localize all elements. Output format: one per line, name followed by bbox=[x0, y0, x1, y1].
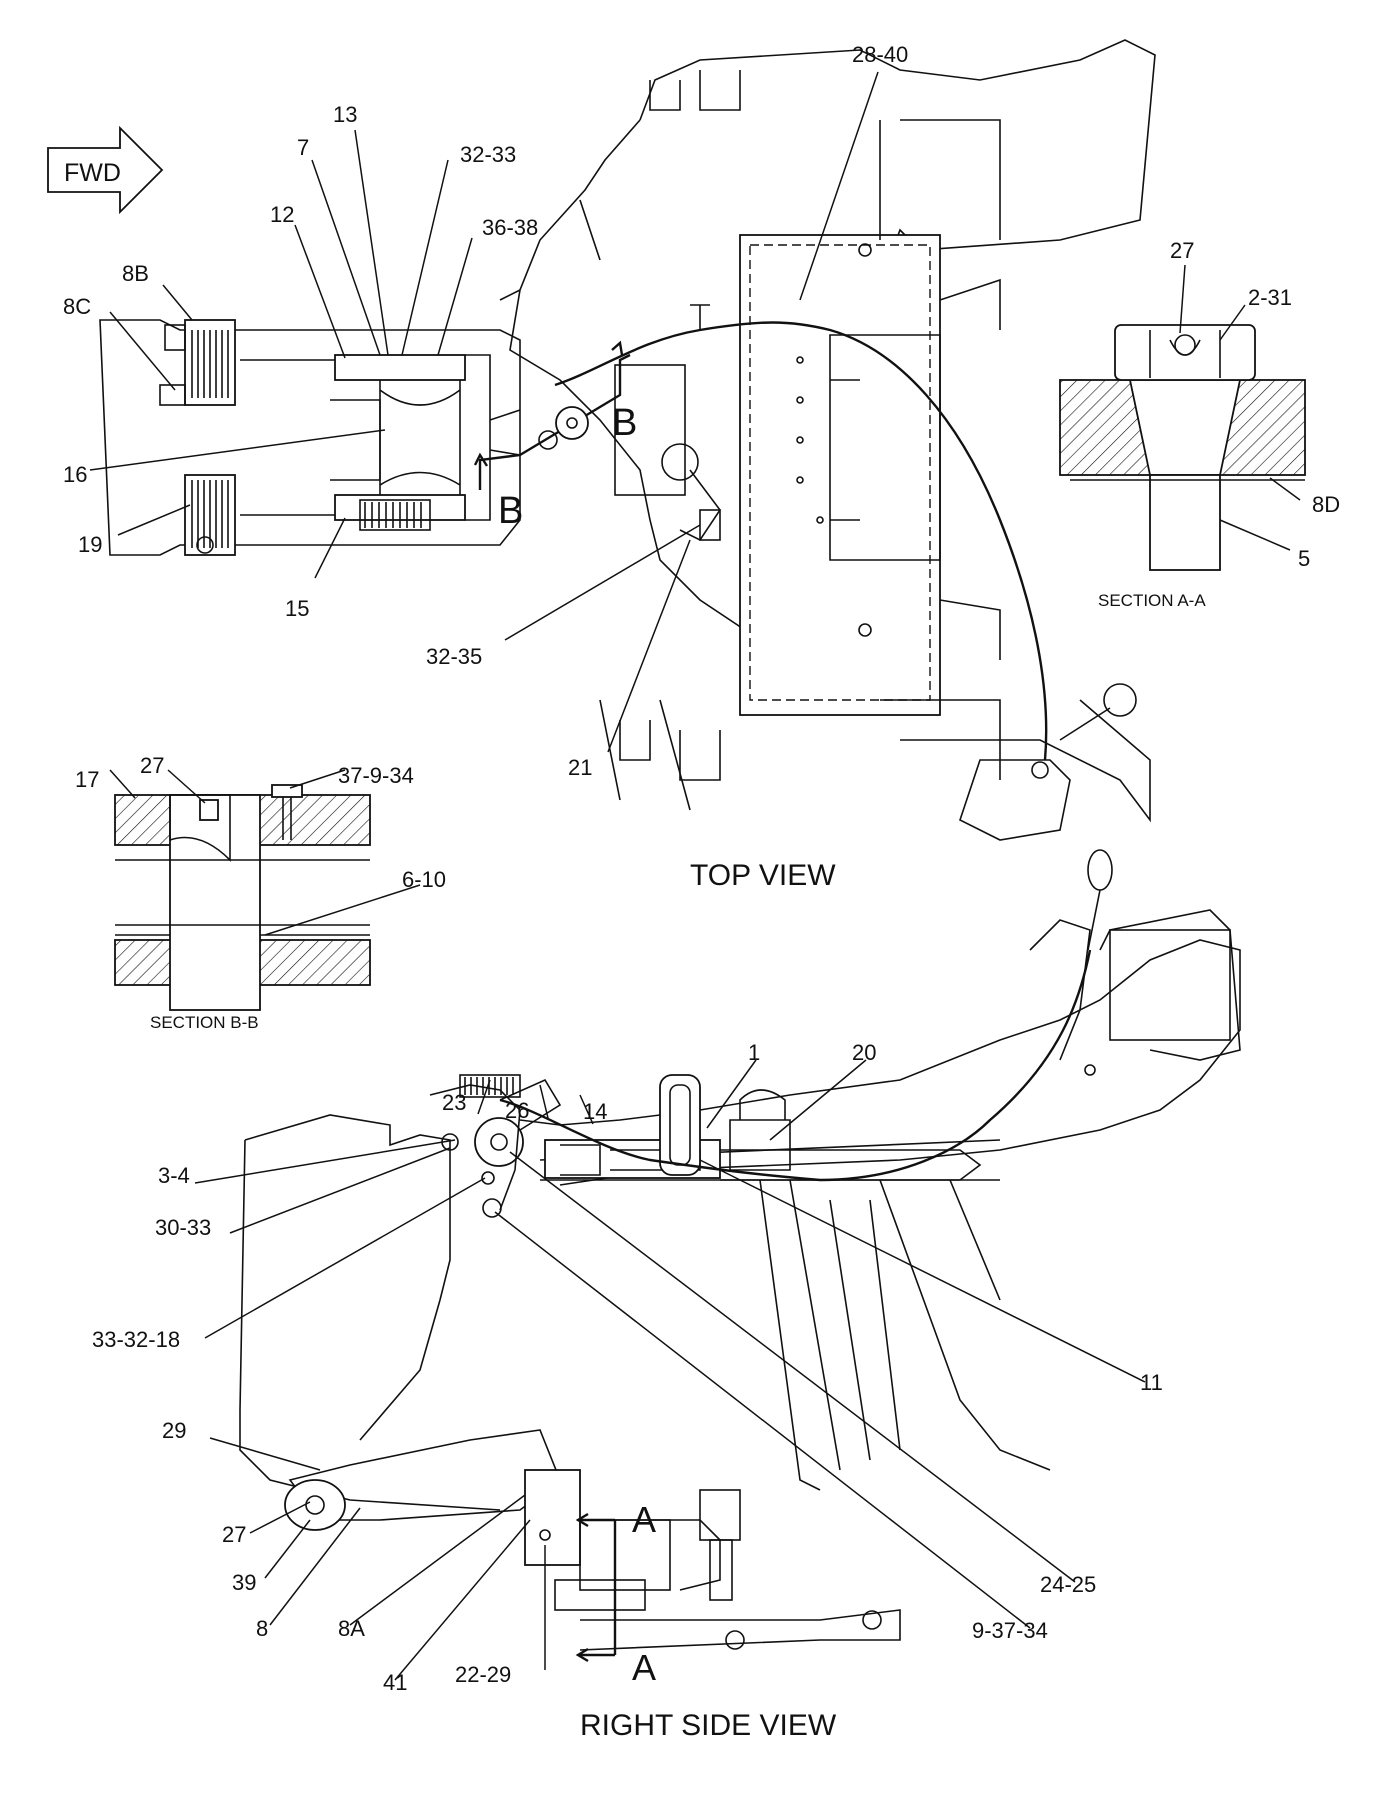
section-b-letter-upper: B bbox=[612, 402, 637, 444]
callout-11: 11 bbox=[1140, 1370, 1163, 1395]
callout-32-33: 32-33 bbox=[460, 142, 516, 167]
callout-3-4: 3-4 bbox=[158, 1163, 190, 1188]
callout-8: 8 bbox=[256, 1616, 268, 1641]
callout-26: 26 bbox=[505, 1098, 529, 1123]
callout-bb-6-10: 6-10 bbox=[402, 867, 446, 892]
top-view-frame bbox=[499, 39, 1156, 841]
callout-13: 13 bbox=[333, 102, 357, 127]
callout-aa-5: 5 bbox=[1298, 546, 1310, 571]
callout-aa-2-31: 2-31 bbox=[1248, 285, 1292, 310]
section-a-letter-upper: A bbox=[632, 1499, 656, 1540]
section-bb-drawing bbox=[114, 784, 371, 1011]
fwd-label: FWD bbox=[64, 159, 121, 187]
callout-12: 12 bbox=[270, 202, 294, 227]
callout-36-38: 36-38 bbox=[482, 215, 538, 240]
callout-20: 20 bbox=[852, 1040, 876, 1065]
section-aa-drawing bbox=[1059, 324, 1306, 571]
callout-aa-27: 27 bbox=[1170, 238, 1194, 263]
section-aa-title: SECTION A-A bbox=[1098, 591, 1206, 610]
callout-14: 14 bbox=[583, 1099, 607, 1124]
callout-21: 21 bbox=[568, 755, 592, 780]
callout-bb-27: 27 bbox=[140, 753, 164, 778]
callout-41: 41 bbox=[383, 1670, 407, 1695]
callout-27: 27 bbox=[222, 1522, 246, 1547]
callout-15: 15 bbox=[285, 596, 309, 621]
forward-arrow-icon: FWD bbox=[47, 125, 164, 215]
section-b-letter-lower: B bbox=[498, 490, 523, 532]
callout-33-32-18: 33-32-18 bbox=[92, 1327, 180, 1352]
top-view-brake-assembly bbox=[99, 319, 521, 556]
section-a-cut-line: A A bbox=[575, 1499, 656, 1688]
callout-30-33: 30-33 bbox=[155, 1215, 211, 1240]
callout-bb-17: 17 bbox=[75, 767, 99, 792]
section-b-cut-line: B B bbox=[473, 340, 637, 532]
callout-8a: 8A bbox=[338, 1616, 365, 1641]
top-view-title: TOP VIEW bbox=[690, 859, 836, 892]
callout-8c: 8C bbox=[63, 294, 91, 319]
callout-19: 19 bbox=[78, 532, 102, 557]
callout-32-35: 32-35 bbox=[426, 644, 482, 669]
callout-1: 1 bbox=[748, 1040, 760, 1065]
callout-9-37-34: 9-37-34 bbox=[972, 1618, 1048, 1643]
callout-39: 39 bbox=[232, 1570, 256, 1595]
callout-24-25: 24-25 bbox=[1040, 1572, 1096, 1597]
callout-bb-37-9-34: 37-9-34 bbox=[338, 763, 414, 788]
callout-28-40: 28-40 bbox=[852, 42, 908, 67]
callout-8b: 8B bbox=[122, 261, 149, 286]
control-cable bbox=[554, 321, 1048, 761]
callout-22-29: 22-29 bbox=[455, 1662, 511, 1687]
callout-7: 7 bbox=[297, 135, 309, 160]
callout-aa-8d: 8D bbox=[1312, 492, 1340, 517]
section-bb-title: SECTION B-B bbox=[150, 1013, 259, 1032]
right-side-view-frame bbox=[239, 849, 1241, 1651]
callout-23: 23 bbox=[442, 1090, 466, 1115]
leader-lines bbox=[89, 71, 1301, 1681]
callout-16: 16 bbox=[63, 462, 87, 487]
callout-29: 29 bbox=[162, 1418, 186, 1443]
section-a-letter-lower: A bbox=[632, 1647, 656, 1688]
right-side-view-title: RIGHT SIDE VIEW bbox=[580, 1709, 837, 1742]
top-view-pivot-bracket bbox=[538, 364, 721, 542]
